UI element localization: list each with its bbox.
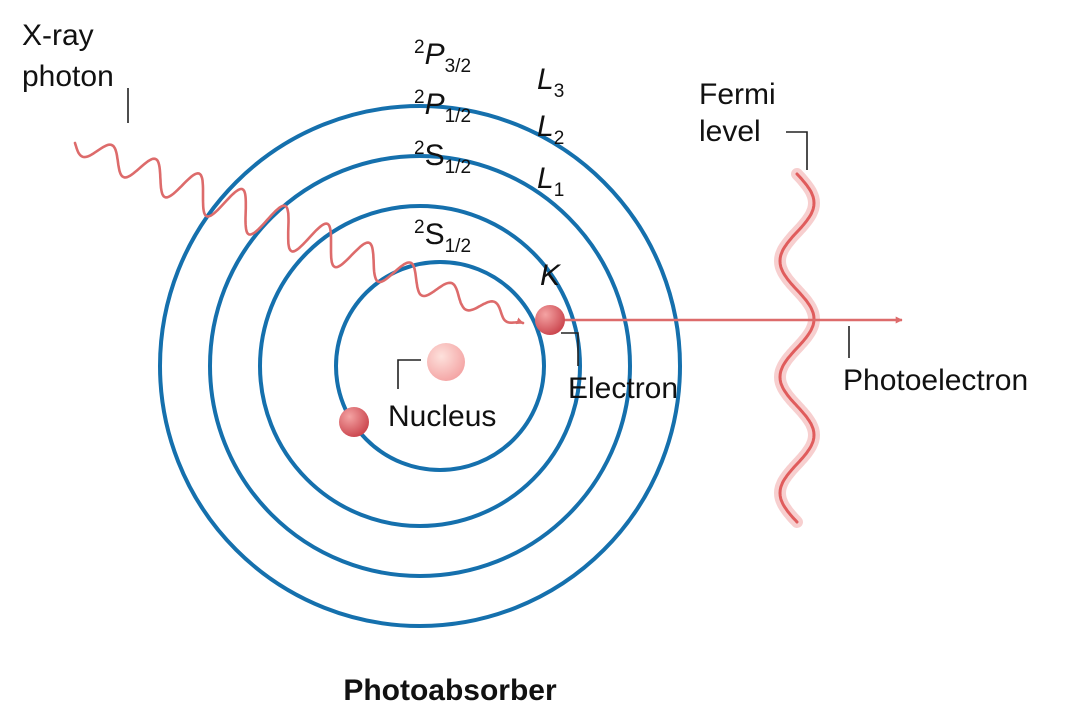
shell-label-l1: L1 [537,162,564,201]
term-symbol-k: 2S1/2 [414,217,471,257]
term-symbol-l2: 2P1/2 [414,87,471,127]
shell-l2 [208,154,632,578]
electron-shells [158,104,682,628]
shell-label-l3: L3 [537,63,564,102]
fermi-label-line1: Fermi [699,78,776,111]
xray-label-line1: X-ray [22,19,94,52]
shell-l3 [158,104,682,628]
term-symbol-l3: 2P3/2 [414,37,471,77]
fermi-level-wave [773,168,821,528]
electron-label: Electron [568,372,678,405]
shell-label-l2: L2 [537,110,564,149]
photoelectron-label: Photoelectron [843,364,1028,397]
xray-label-line2: photon [22,60,114,93]
term-symbol-l1: 2S1/2 [414,138,471,178]
nucleus-sphere [427,343,465,381]
nucleus-label: Nucleus [388,400,496,433]
shell-k [334,260,546,472]
shell-label-k: K [540,259,562,292]
ejected-electron [535,305,565,335]
nucleus-leader [397,359,421,389]
bound-electron [339,407,369,437]
fermi-level-line [778,172,816,524]
photoabsorber-label: Photoabsorber [343,674,557,707]
shell-l1 [258,204,582,528]
xray-photon-wave [73,141,525,325]
electron-leader [561,332,579,366]
fermi-label-line2: level [699,115,761,148]
fermi-level-leader [786,131,808,170]
